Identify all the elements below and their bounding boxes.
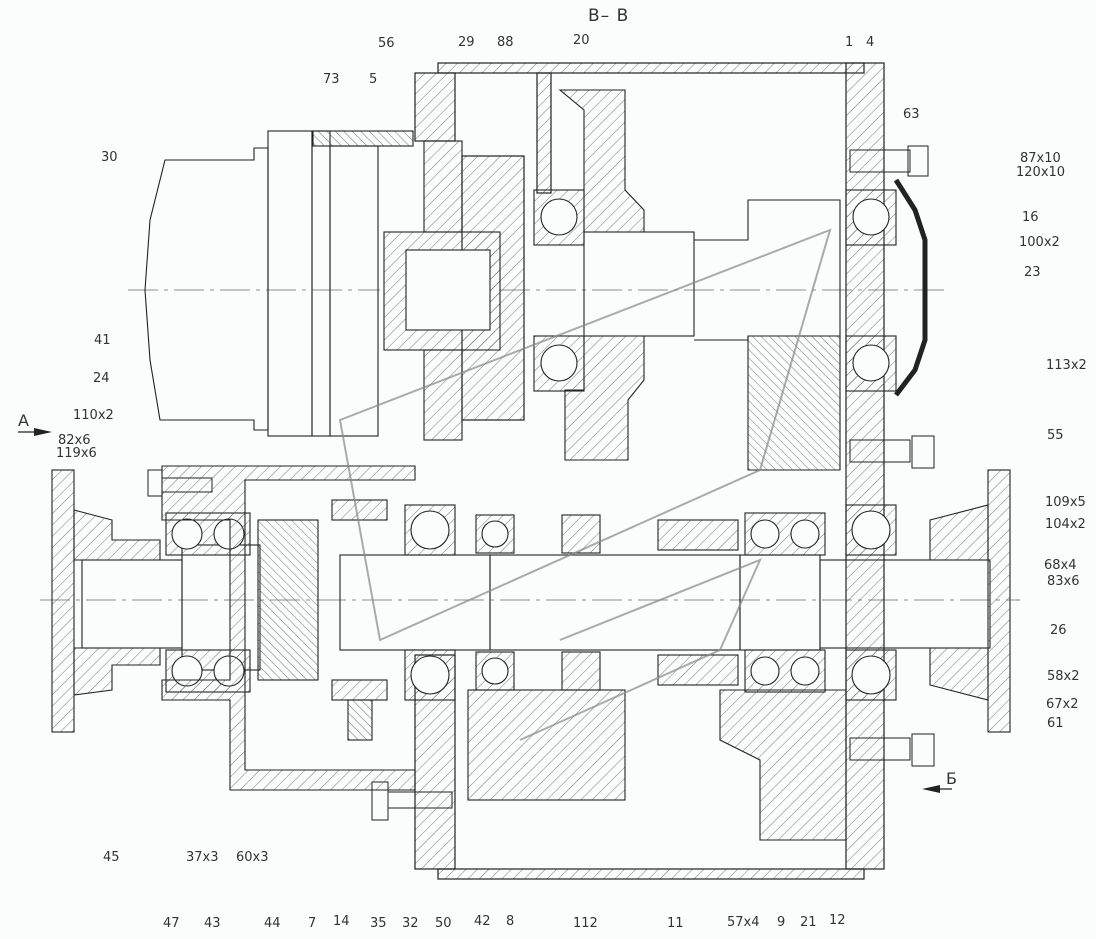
callout-44: 44	[264, 916, 281, 931]
section-title: В– В	[588, 6, 630, 26]
adapter-flange	[383, 140, 501, 441]
callout-42: 42	[474, 914, 491, 929]
callout-120x10: 120x10	[1016, 165, 1066, 180]
callout-88: 88	[497, 35, 514, 50]
callout-113x2: 113x2	[1046, 358, 1087, 373]
callout-87x10: 87x10	[1020, 151, 1061, 166]
callout-41: 41	[94, 333, 111, 348]
callout-1: 1	[845, 35, 854, 50]
callout-63: 63	[903, 107, 920, 122]
callout-61: 61	[1047, 716, 1064, 731]
callout-11: 11	[667, 916, 684, 931]
callout-8: 8	[506, 914, 515, 929]
housing-bolts	[147, 145, 935, 821]
callout-35: 35	[370, 916, 387, 931]
motor-outline	[128, 130, 414, 437]
bearing-cap	[893, 178, 928, 397]
callout-100x2: 100x2	[1019, 235, 1060, 250]
callout-50: 50	[435, 916, 452, 931]
callout-5: 5	[369, 72, 378, 87]
callout-21: 21	[800, 915, 817, 930]
view-arrow-a	[18, 428, 52, 436]
callout-47: 47	[163, 916, 180, 931]
callout-82x6: 82x6	[58, 433, 91, 448]
view-arrow-b	[922, 785, 952, 793]
callout-119x6: 119x6	[56, 446, 97, 461]
callout-4: 4	[866, 35, 875, 50]
callout-112: 112	[573, 916, 598, 931]
callout-104x2: 104x2	[1045, 517, 1086, 532]
callout-12: 12	[829, 913, 846, 928]
callout-45: 45	[103, 850, 120, 865]
left-housing-and-gears	[161, 465, 847, 841]
callout-14: 14	[333, 914, 350, 929]
upper-shaft	[500, 89, 950, 471]
callout-73: 73	[323, 72, 340, 87]
callout-30: 30	[101, 150, 118, 165]
callout-43: 43	[204, 916, 221, 931]
callout-24: 24	[93, 371, 110, 386]
view-marker-b: Б	[946, 769, 957, 788]
callout-37x3: 37x3	[186, 850, 219, 865]
callout-56: 56	[378, 36, 395, 51]
callout-83x6: 83x6	[1047, 574, 1080, 589]
callout-55: 55	[1047, 428, 1064, 443]
callout-26: 26	[1050, 623, 1067, 638]
callout-58x2: 58x2	[1047, 669, 1080, 684]
watermark-logo	[338, 228, 832, 741]
callout-109x5: 109x5	[1045, 495, 1086, 510]
callout-16: 16	[1022, 210, 1039, 225]
callout-68x4: 68x4	[1044, 558, 1077, 573]
callout-20: 20	[573, 33, 590, 48]
callout-7: 7	[308, 916, 317, 931]
callout-9: 9	[777, 915, 786, 930]
callout-32: 32	[402, 916, 419, 931]
callout-57x4: 57x4	[727, 915, 760, 930]
upper-shaft-bearings	[533, 189, 897, 392]
output-flanges	[51, 469, 1011, 733]
callout-110x2: 110x2	[73, 408, 114, 423]
callout-29: 29	[458, 35, 475, 50]
callout-23: 23	[1024, 265, 1041, 280]
callout-67x2: 67x2	[1046, 697, 1079, 712]
view-marker-a: А	[18, 411, 29, 430]
callout-60x3: 60x3	[236, 850, 269, 865]
